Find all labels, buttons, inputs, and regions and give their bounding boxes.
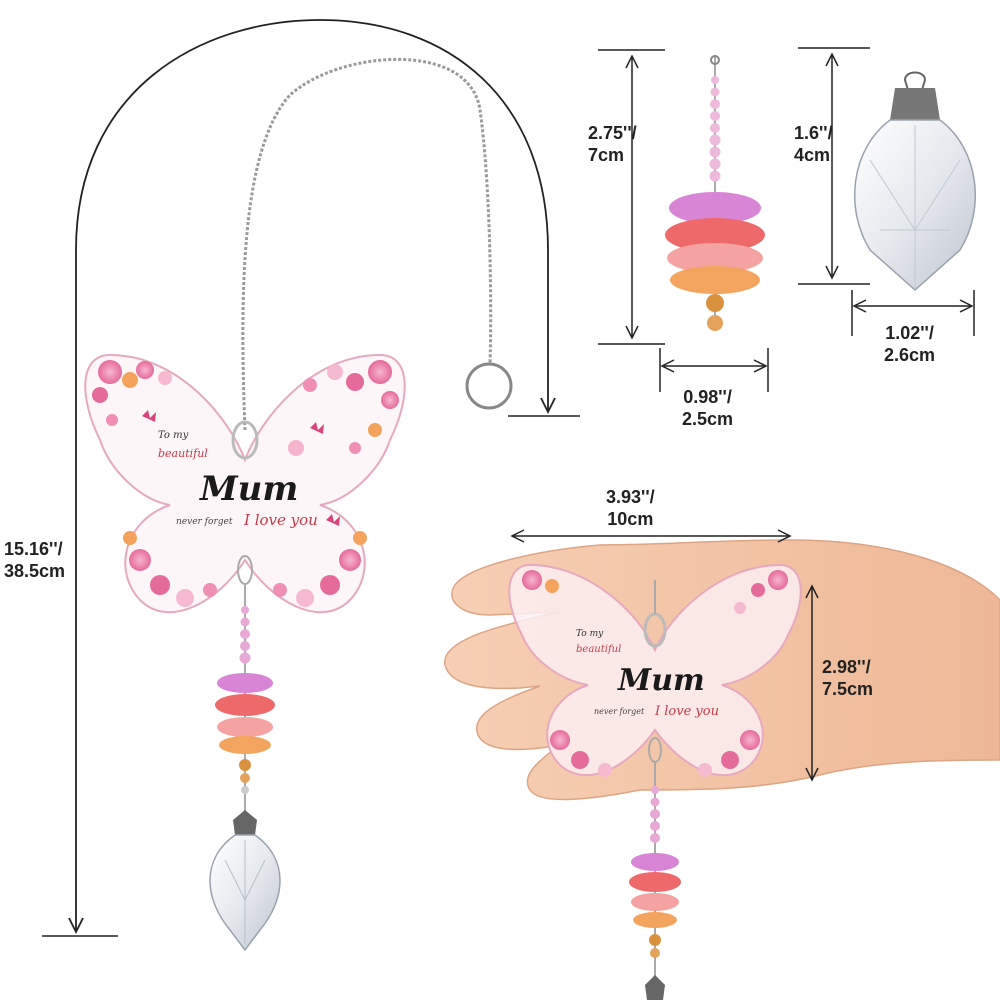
label-mum: Mum [617,663,705,698]
flower-decor-top-left [92,360,172,426]
prism-length-label: 1.6''/ 4cm [794,122,833,166]
prism-width-label: 1.02''/ 2.6cm [884,322,935,366]
butterfly-height-label: 2.98''/ 7.5cm [822,656,873,700]
flower-decor-top-right [288,360,399,456]
label-i-love-you: I love you [654,704,719,719]
butterfly-width-imperial: 3.93''/ [606,487,655,507]
bead-width-imperial: 0.98''/ [683,387,732,407]
bead-width-metric: 2.5cm [682,409,734,429]
label-to-my: To my [576,629,604,639]
flower-decor-bottom [123,531,367,607]
label-beautiful: beautiful [158,447,208,460]
tiny-butterfly-icon [326,514,340,526]
bead-length-imperial: 2.75''/ [588,123,637,143]
prism-width-imperial: 1.02''/ [885,323,934,343]
prism-width-metric: 2.6cm [884,345,936,365]
prism-length-metric: 4cm [794,145,831,165]
label-never-forget: never forget [594,707,645,716]
butterfly-ornament-small: To my beautiful Mum never forget I love … [508,563,802,777]
butterfly-width-label: 3.93''/ 10cm [606,486,655,530]
butterfly-ornament-large: To my beautiful Mum never forget I love … [84,353,406,614]
butterfly-width-metric: 10cm [607,509,654,529]
tiny-butterfly-icon [310,422,324,434]
bead-strand-small [629,737,681,1000]
flower-decor-small [522,570,788,777]
chain [241,57,513,431]
prism-dimension-lines [798,47,975,336]
bead-length-metric: 7cm [588,145,625,165]
hanging-ring [231,420,259,460]
label-never-forget: never forget [176,517,233,527]
label-mum: Mum [199,469,298,509]
label-to-my: To my [158,430,189,441]
tiny-butterfly-icon [142,410,156,422]
butterfly-dimension-lines [510,529,819,782]
bead-width-label: 0.98''/ 2.5cm [682,386,733,430]
prism-length-imperial: 1.6''/ [794,123,833,143]
hanging-wire-arc [42,19,580,937]
bead-strand-detail [665,55,765,331]
butterfly-height-imperial: 2.98''/ [822,657,871,677]
label-beautiful: beautiful [576,644,621,655]
total-length-metric: 38.5cm [4,561,66,581]
bead-strand-large [209,555,281,952]
label-i-love-you: I love you [243,511,318,529]
total-length-imperial: 15.16''/ [4,539,63,559]
bead-dimension-lines [598,49,769,392]
butterfly-height-metric: 7.5cm [822,679,874,699]
total-length-label: 15.16''/ 38.5cm [4,538,65,582]
bead-length-label: 2.75''/ 7cm [588,122,637,166]
prism-detail [854,71,976,292]
